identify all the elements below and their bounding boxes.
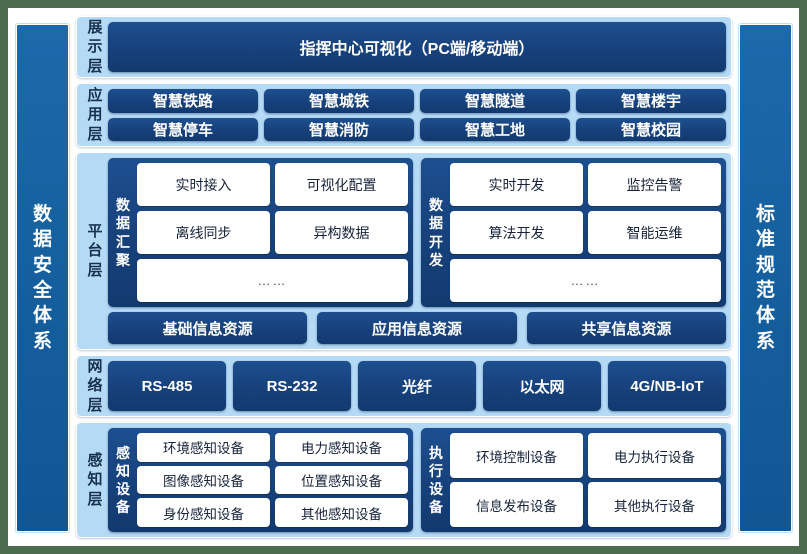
layer-network-label-text: 网络层 (87, 358, 103, 414)
layer-platform-body: 数据汇聚 实时接入 可视化配置 离线同步 异构数据 (108, 158, 726, 344)
layer-application-label-text: 应用层 (87, 87, 103, 143)
perception-group-actuating-label: 执行设备 (426, 433, 446, 527)
actuating-item-environment-control[interactable]: 环境控制设备 (450, 433, 583, 478)
layer-application-body: 智慧铁路 智慧城铁 智慧隧道 智慧楼宇 智慧停车 智慧消防 智慧工地 智慧校园 (108, 89, 726, 141)
platform-groups: 数据汇聚 实时接入 可视化配置 离线同步 异构数据 (108, 158, 726, 307)
sensing-row-3: 身份感知设备 其他感知设备 (137, 498, 408, 528)
sensing-item-identity[interactable]: 身份感知设备 (137, 498, 270, 528)
perception-groups: 感知设备 环境感知设备 电力感知设备 图像感知设备 位置感知设备 (108, 428, 726, 532)
architecture-diagram: 数据安全体系 展示层 指挥中心可视化（PC端/移动端） 应用层 智慧铁路 智慧城… (8, 8, 799, 546)
resource-application-information[interactable]: 应用信息资源 (317, 312, 517, 344)
layer-stack: 展示层 指挥中心可视化（PC端/移动端） 应用层 智慧铁路 智慧城铁 智慧隧道 … (76, 16, 732, 538)
app-item-smart-construction[interactable]: 智慧工地 (420, 117, 570, 141)
layer-network-label: 网络层 (82, 358, 108, 413)
sensing-item-image[interactable]: 图像感知设备 (137, 465, 270, 495)
app-item-smart-campus[interactable]: 智慧校园 (576, 117, 726, 141)
app-item-smart-tunnel[interactable]: 智慧隧道 (420, 89, 570, 113)
layer-display-body: 指挥中心可视化（PC端/移动端） (108, 22, 726, 72)
actuating-item-other[interactable]: 其他执行设备 (588, 482, 721, 527)
layer-display: 展示层 指挥中心可视化（PC端/移动端） (76, 16, 732, 78)
resource-basic-information[interactable]: 基础信息资源 (108, 312, 308, 344)
network-items: RS-485 RS-232 光纤 以太网 4G/NB-IoT (108, 361, 726, 411)
platform-group-development-label: 数据开发 (426, 163, 446, 302)
development-item-ellipsis: …… (450, 259, 721, 302)
right-pillar-standards: 标准规范体系 (739, 24, 792, 532)
perception-group-sensing-devices: 感知设备 环境感知设备 电力感知设备 图像感知设备 位置感知设备 (108, 428, 413, 532)
sensing-item-power[interactable]: 电力感知设备 (275, 433, 408, 462)
layer-perception-label-text: 感知层 (87, 452, 103, 508)
development-item-realtime-dev[interactable]: 实时开发 (450, 163, 583, 206)
app-item-smart-metro[interactable]: 智慧城铁 (264, 89, 414, 113)
left-pillar-label: 数据安全体系 (32, 204, 52, 352)
aggregation-item-realtime-access[interactable]: 实时接入 (137, 163, 270, 206)
platform-group-aggregation-grid: 实时接入 可视化配置 离线同步 异构数据 …… (137, 163, 408, 302)
sensing-row-1: 环境感知设备 电力感知设备 (137, 433, 408, 462)
sensing-item-location[interactable]: 位置感知设备 (275, 465, 408, 495)
platform-group-aggregation-label: 数据汇聚 (113, 163, 133, 302)
sensing-item-environment[interactable]: 环境感知设备 (137, 433, 270, 462)
app-item-smart-building[interactable]: 智慧楼宇 (576, 89, 726, 113)
right-pillar-label: 标准规范体系 (755, 204, 775, 352)
development-item-algorithm-dev[interactable]: 算法开发 (450, 211, 583, 254)
layer-network-body: RS-485 RS-232 光纤 以太网 4G/NB-IoT (108, 361, 726, 411)
display-banner[interactable]: 指挥中心可视化（PC端/移动端） (108, 22, 726, 72)
aggregation-item-heterogeneous-data[interactable]: 异构数据 (275, 211, 408, 254)
network-item-ethernet[interactable]: 以太网 (483, 361, 601, 411)
actuating-item-power-execution[interactable]: 电力执行设备 (588, 433, 721, 478)
layer-platform-label-text: 平台层 (87, 223, 103, 279)
layer-application-label: 应用层 (82, 87, 108, 143)
application-row-2: 智慧停车 智慧消防 智慧工地 智慧校园 (108, 117, 726, 141)
sensing-row-2: 图像感知设备 位置感知设备 (137, 465, 408, 495)
layer-platform: 平台层 数据汇聚 实时接入 可视化配置 (76, 152, 732, 350)
network-item-optical-fiber[interactable]: 光纤 (358, 361, 476, 411)
platform-group-aggregation-label-text: 数据汇聚 (116, 197, 130, 268)
aggregation-row-2: 离线同步 异构数据 (137, 211, 408, 254)
application-row-1: 智慧铁路 智慧城铁 智慧隧道 智慧楼宇 (108, 89, 726, 113)
development-item-intelligent-ops[interactable]: 智能运维 (588, 211, 721, 254)
layer-display-label-text: 展示层 (87, 19, 103, 75)
perception-sensing-grid: 环境感知设备 电力感知设备 图像感知设备 位置感知设备 身份感知设备 其他感知设… (137, 433, 408, 528)
actuating-row-1: 环境控制设备 电力执行设备 (450, 433, 721, 478)
actuating-row-2: 信息发布设备 其他执行设备 (450, 482, 721, 527)
layer-application: 应用层 智慧铁路 智慧城铁 智慧隧道 智慧楼宇 智慧停车 智慧消防 智慧工地 智… (76, 83, 732, 147)
network-item-4g-nbiot[interactable]: 4G/NB-IoT (608, 361, 726, 411)
network-item-rs485[interactable]: RS-485 (108, 361, 226, 411)
aggregation-item-ellipsis: …… (137, 259, 408, 302)
app-item-smart-railway[interactable]: 智慧铁路 (108, 89, 258, 113)
perception-group-actuating-label-text: 执行设备 (429, 444, 443, 516)
resource-shared-information[interactable]: 共享信息资源 (526, 312, 726, 344)
layer-platform-label: 平台层 (82, 158, 108, 344)
development-row-2: 算法开发 智能运维 (450, 211, 721, 254)
development-item-monitoring-alarm[interactable]: 监控告警 (588, 163, 721, 206)
actuating-item-information-release[interactable]: 信息发布设备 (450, 482, 583, 527)
layer-perception: 感知层 感知设备 环境感知设备 电力感知设备 (76, 422, 732, 538)
layer-perception-body: 感知设备 环境感知设备 电力感知设备 图像感知设备 位置感知设备 (108, 428, 726, 532)
network-item-rs232[interactable]: RS-232 (233, 361, 351, 411)
perception-group-sensing-label: 感知设备 (113, 433, 133, 527)
left-pillar-data-security: 数据安全体系 (16, 24, 69, 532)
app-item-smart-parking[interactable]: 智慧停车 (108, 117, 258, 141)
development-row-1: 实时开发 监控告警 (450, 163, 721, 206)
layer-display-label: 展示层 (82, 19, 108, 74)
aggregation-item-offline-sync[interactable]: 离线同步 (137, 211, 270, 254)
perception-actuating-grid: 环境控制设备 电力执行设备 信息发布设备 其他执行设备 (450, 433, 721, 527)
aggregation-row-1: 实时接入 可视化配置 (137, 163, 408, 206)
platform-group-development-grid: 实时开发 监控告警 算法开发 智能运维 …… (450, 163, 721, 302)
platform-group-data-aggregation: 数据汇聚 实时接入 可视化配置 离线同步 异构数据 (108, 158, 413, 307)
app-item-smart-firefighting[interactable]: 智慧消防 (264, 117, 414, 141)
layer-network: 网络层 RS-485 RS-232 光纤 以太网 4G/NB-IoT (76, 355, 732, 417)
layer-perception-label: 感知层 (82, 428, 108, 532)
aggregation-item-visual-config[interactable]: 可视化配置 (275, 163, 408, 206)
perception-group-sensing-label-text: 感知设备 (116, 444, 130, 516)
platform-group-development-label-text: 数据开发 (429, 197, 443, 268)
perception-group-actuating-devices: 执行设备 环境控制设备 电力执行设备 信息发布设备 其他执行设备 (421, 428, 726, 532)
platform-group-data-development: 数据开发 实时开发 监控告警 算法开发 智能运维 (421, 158, 726, 307)
development-row-3: …… (450, 259, 721, 302)
aggregation-row-3: …… (137, 259, 408, 302)
sensing-item-other[interactable]: 其他感知设备 (275, 498, 408, 528)
platform-resources: 基础信息资源 应用信息资源 共享信息资源 (108, 312, 726, 344)
